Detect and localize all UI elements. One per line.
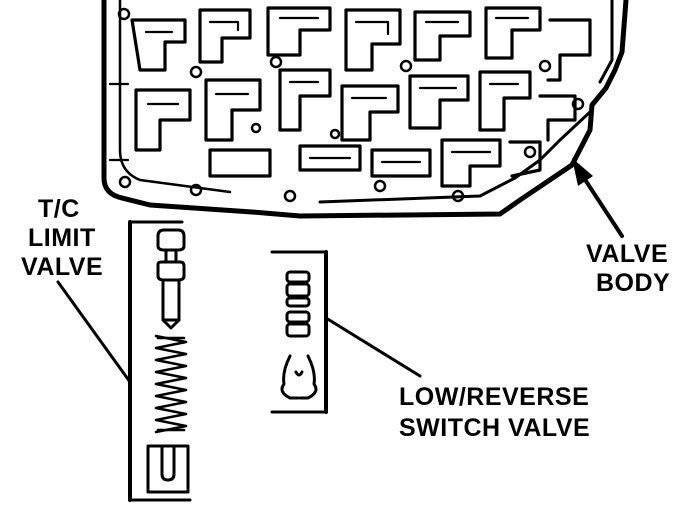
valve-body-illustration	[101, 0, 629, 219]
low-reverse-switch-valve-label: LOW/REVERSE SWITCH VALVE	[399, 383, 590, 442]
valve-body-label-line-2: BODY	[596, 269, 670, 297]
tc-limit-valve-label: T/C LIMIT VALVE	[21, 195, 103, 281]
low-reverse-switch-valve-clip	[280, 354, 318, 400]
low-reverse-switch-valve-assembly	[270, 250, 422, 414]
tc-limit-valve-spool	[156, 228, 186, 330]
valve-body-label: VALVE BODY	[586, 240, 670, 297]
tc-limit-valve-label-line-3: VALVE	[21, 253, 103, 281]
tc-limit-valve-label-line-1: T/C	[38, 195, 80, 223]
low-reverse-label-line-2: SWITCH VALVE	[399, 414, 590, 442]
low-reverse-switch-valve-spool	[285, 270, 311, 338]
tc-limit-valve-spring	[154, 334, 188, 434]
valve-body-label-line-1: VALVE	[586, 240, 668, 268]
valve-body-pointer	[572, 158, 624, 238]
tc-limit-valve-label-line-2: LIMIT	[28, 224, 96, 252]
low-reverse-label-line-1: LOW/REVERSE	[399, 383, 589, 411]
tc-limit-valve-assembly	[56, 220, 192, 502]
tc-limit-valve-retainer	[146, 444, 190, 494]
